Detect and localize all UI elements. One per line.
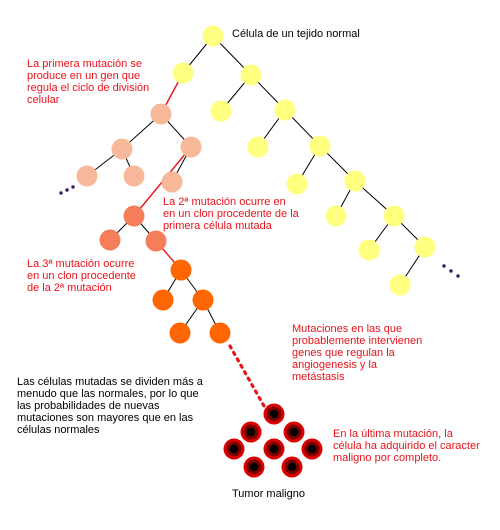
label-last-mutation: En la última mutación, la célula ha adqu… xyxy=(333,428,480,464)
normal-cell xyxy=(274,99,296,121)
normal-cell xyxy=(414,236,436,258)
tumor-cell-nucleus xyxy=(287,462,297,472)
tumor-cell-nucleus xyxy=(289,427,299,437)
first-mutation-cell xyxy=(161,171,183,193)
continuation-dot-right xyxy=(442,264,446,268)
normal-cell xyxy=(309,135,331,157)
first-mutation-cell xyxy=(76,165,98,187)
tumor-cell-nucleus xyxy=(246,427,256,437)
tumor-cell-nucleus xyxy=(249,462,259,472)
continuation-dot-left xyxy=(71,185,75,189)
label-first-mutation: La primera mutación se produce en un gen… xyxy=(27,58,150,106)
normal-cell xyxy=(202,25,224,47)
normal-cell xyxy=(389,274,411,296)
third-mutation-cell xyxy=(192,289,214,311)
normal-cell xyxy=(210,100,232,122)
first-mutation-cell xyxy=(111,138,133,160)
first-mutation-cell xyxy=(180,136,202,158)
normal-cell xyxy=(358,239,380,261)
continuation-dot-left xyxy=(65,188,69,192)
label-angiogenesis-mutation: Mutaciones en las que probablemente inte… xyxy=(292,323,423,383)
label-second-mutation: La 2ª mutación ocurre en en un clon proc… xyxy=(163,196,299,232)
tumor-cell-nucleus xyxy=(269,409,279,419)
normal-cell xyxy=(286,173,308,195)
continuation-dot-right xyxy=(449,269,453,273)
continuation-dot-right xyxy=(456,274,460,278)
tumor-cell-nucleus xyxy=(307,444,317,454)
tumor-cell-nucleus xyxy=(269,444,279,454)
normal-cell xyxy=(383,205,405,227)
first-mutation-cell xyxy=(150,103,172,125)
first-mutation-cell xyxy=(123,165,145,187)
second-mutation-cell xyxy=(123,205,145,227)
continuation-dot-left xyxy=(59,191,63,195)
second-mutation-cell xyxy=(99,229,121,251)
third-mutation-cell xyxy=(169,322,191,344)
third-mutation-cell xyxy=(152,289,174,311)
third-mutation-cell xyxy=(170,259,192,281)
label-mutated-cells-divide: Las células mutadas se dividen más a men… xyxy=(17,376,203,436)
mutation-continuation-dots xyxy=(228,344,266,408)
label-malignant-tumor: Tumor maligno xyxy=(232,488,305,500)
tumor-cell-nucleus xyxy=(229,444,239,454)
third-mutation-cell xyxy=(209,322,231,344)
normal-cell xyxy=(344,170,366,192)
label-normal-cell: Célula de un tejido normal xyxy=(232,28,360,40)
normal-cell xyxy=(325,205,347,227)
normal-cell xyxy=(172,62,194,84)
normal-cell xyxy=(247,136,269,158)
second-mutation-cell xyxy=(145,230,167,252)
label-third-mutation: La 3ª mutación ocurre en un clon procede… xyxy=(27,258,136,294)
normal-cell xyxy=(240,64,262,86)
